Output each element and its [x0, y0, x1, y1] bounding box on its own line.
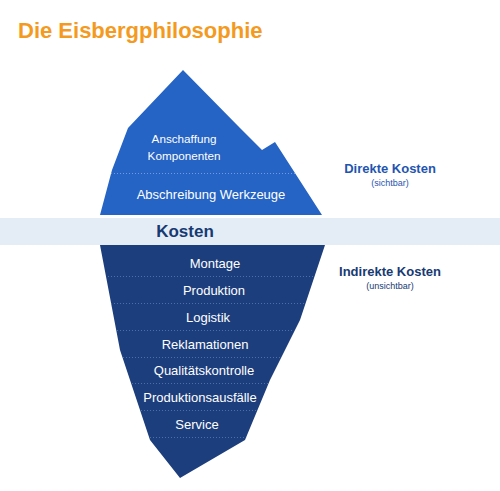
iceberg-row: Montage: [110, 250, 320, 276]
row-label: Abschreibung Werkzeuge: [137, 186, 286, 203]
row-text: Produktionsausfälle: [143, 389, 256, 406]
row-label: Qualitätskontrolle: [154, 362, 254, 379]
iceberg-row: Produktionsausfälle: [134, 384, 266, 410]
iceberg-row: Reklamationen: [122, 331, 288, 357]
iceberg-top: [100, 70, 322, 215]
iceberg-row: Anschaffung Komponenten: [128, 122, 240, 172]
row-label: Kosten: [156, 222, 214, 242]
row-label: Produktionsausfälle: [143, 389, 256, 406]
visible-costs-label: Direkte Kosten: [330, 161, 450, 176]
row-label: Reklamationen: [162, 336, 249, 353]
iceberg-row: Logistik: [118, 304, 298, 330]
row-text: Montage: [190, 255, 241, 272]
row-text: Produktion: [183, 282, 245, 299]
row-text: Reklamationen: [162, 336, 249, 353]
iceberg-bottom: [100, 245, 325, 478]
row-text: Abschreibung Werkzeuge: [137, 186, 286, 203]
iceberg-row: Produktion: [114, 277, 314, 303]
diagram-title: Die Eisbergphilosophie: [18, 18, 262, 44]
visible-note: (sichtbar): [330, 177, 450, 189]
row-label: Produktion: [183, 282, 245, 299]
row-text: Qualitätskontrolle: [154, 362, 254, 379]
row-text: Logistik: [186, 309, 230, 326]
iceberg-row: Abschreibung Werkzeuge: [106, 175, 316, 213]
row-label: Logistik: [186, 309, 230, 326]
iceberg-row: Service: [146, 411, 248, 437]
cost-band: Kosten: [0, 218, 500, 245]
row-text: Kosten: [156, 222, 214, 242]
row-label: Anschaffung Komponenten: [128, 130, 240, 164]
row-label: Service: [175, 416, 218, 433]
hidden-note: (unsichtbar): [330, 280, 450, 292]
hidden-costs-label: Indirekte Kosten: [330, 264, 450, 279]
iceberg-row: Qualitätskontrolle: [128, 358, 280, 383]
row-label: Montage: [190, 255, 241, 272]
row-text: Service: [175, 416, 218, 433]
row-text: Anschaffung Komponenten: [128, 130, 240, 164]
